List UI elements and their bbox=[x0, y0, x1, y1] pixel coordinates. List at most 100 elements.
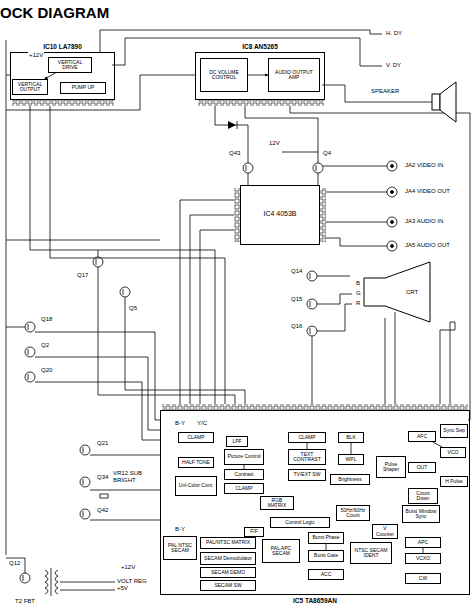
function-block: AFC bbox=[408, 431, 436, 442]
component-label: +12V bbox=[120, 564, 136, 571]
transistor-symbol bbox=[93, 257, 103, 267]
block-label: 50Hz/60Hz Count bbox=[338, 508, 368, 519]
component-label: Q15 bbox=[290, 296, 303, 303]
component-label: VR12 SUB BRIGHT bbox=[112, 470, 152, 483]
block-label: SECAM SW bbox=[214, 583, 241, 589]
component-label: +12V bbox=[28, 52, 44, 59]
function-block: Contrast bbox=[224, 469, 264, 480]
block-label: BLK bbox=[346, 435, 355, 441]
crt-symbol bbox=[364, 262, 430, 322]
block-label: PAL APC SECAM bbox=[264, 546, 298, 557]
block-label: CLAMP bbox=[298, 435, 315, 441]
transistor-symbol bbox=[28, 349, 29, 355]
transistor-symbol bbox=[316, 165, 317, 171]
function-block: F/F bbox=[244, 527, 264, 537]
function-block: 50Hz/60Hz Count bbox=[336, 505, 370, 521]
block-label: F/F bbox=[250, 529, 258, 535]
function-block: VCXO bbox=[405, 553, 441, 564]
block-label: CLAMP bbox=[187, 435, 204, 441]
transistor-symbol bbox=[23, 575, 24, 581]
jack-symbol bbox=[387, 161, 397, 251]
signal-connector bbox=[351, 443, 352, 454]
block-label: IC4 4053B bbox=[241, 210, 319, 217]
component-label: B-Y bbox=[174, 420, 186, 427]
component-label: Q21 bbox=[96, 440, 109, 447]
function-block: CLAMP bbox=[288, 432, 326, 443]
component-label: B bbox=[355, 280, 361, 287]
component-label: T2 FBT bbox=[14, 598, 36, 605]
transistor-symbol bbox=[20, 573, 30, 583]
function-block: V Counter bbox=[372, 524, 398, 539]
component-label: Q34 bbox=[96, 474, 109, 481]
ic-name: IC5 TA8659AN bbox=[161, 597, 469, 604]
component-label: SPEAKER bbox=[370, 88, 400, 95]
function-block: CLAMP bbox=[178, 432, 214, 443]
block-label: AFC bbox=[417, 434, 427, 440]
component-label: Q42 bbox=[96, 507, 109, 514]
block-label: VERTICAL OUTPUT bbox=[14, 82, 46, 93]
transistor-symbol bbox=[83, 511, 84, 517]
component-label: Q5 bbox=[128, 305, 138, 312]
function-block: TEXT CONTRAST bbox=[288, 449, 326, 465]
function-block: DC VOLUME CONTROL bbox=[200, 58, 248, 92]
block-label: NTSC SECAM IDENT bbox=[352, 548, 390, 559]
component-label: Q4 bbox=[322, 150, 332, 157]
transistor-symbol bbox=[243, 163, 253, 173]
function-block: HALF TONE bbox=[178, 457, 214, 468]
function-block: Burst Window Sync bbox=[402, 505, 440, 523]
transistor-symbol bbox=[80, 477, 90, 487]
function-block: Burst Phase bbox=[308, 532, 344, 544]
component-label: Q20 bbox=[40, 367, 53, 374]
block-label: VCO bbox=[448, 450, 459, 456]
block-label: VCXO bbox=[416, 556, 430, 562]
block-label: Pulse Shaper bbox=[378, 462, 404, 473]
component-label: CRT bbox=[405, 289, 419, 296]
function-block: OUT bbox=[408, 462, 436, 473]
block-label: SECAM DEMO bbox=[211, 570, 245, 576]
function-block: Uni-Color Cont. bbox=[175, 476, 217, 496]
block-label: CW bbox=[419, 576, 427, 582]
block-label: PAL/NTSC MATRIX bbox=[206, 540, 250, 546]
function-block: Picture Control bbox=[224, 449, 264, 465]
component-label: Q14 bbox=[290, 268, 303, 275]
component-label: JA5 AUDIO OUT bbox=[404, 242, 451, 249]
block-label: WPL bbox=[346, 457, 357, 463]
ic-name: IC10 LA7890 bbox=[11, 43, 114, 50]
function-block: Brightness bbox=[330, 474, 370, 485]
block-label: TEXT CONTRAST bbox=[290, 452, 324, 463]
transistor-symbol bbox=[25, 372, 35, 382]
transistor-symbol bbox=[310, 301, 311, 307]
block-label: DC VOLUME CONTROL bbox=[202, 70, 246, 81]
block-label: Count Down bbox=[410, 491, 436, 502]
ic-box: IC4 4053B bbox=[240, 185, 320, 245]
transistor-symbol bbox=[80, 509, 90, 519]
component-label: VOLT REG +5V bbox=[116, 578, 158, 591]
component-label: JA2 VIDEO IN bbox=[404, 162, 444, 169]
component-label: JA4 VIDEO OUT bbox=[404, 188, 451, 195]
transistor-symbol bbox=[307, 271, 317, 281]
component-label: 12V bbox=[268, 140, 281, 147]
component-label: Q17 bbox=[76, 272, 89, 279]
block-label: APC bbox=[418, 540, 428, 546]
ic-box: IC8 AN5265DC VOLUME CONTROLAUDIO OUTPUT … bbox=[195, 52, 325, 100]
block-label: Uni-Color Cont. bbox=[179, 483, 213, 489]
block-label: Burst Phase bbox=[312, 535, 339, 541]
diode-symbol bbox=[237, 121, 238, 129]
function-block: BLK bbox=[338, 432, 364, 443]
speaker-symbol bbox=[432, 82, 456, 122]
function-block: Pulse Shaper bbox=[376, 456, 406, 478]
potentiometer-symbol bbox=[100, 494, 108, 498]
function-block: SECAM Demodulator bbox=[200, 552, 256, 565]
function-block: PAL NTSC SECAM bbox=[163, 536, 197, 560]
function-block: PAL APC SECAM bbox=[262, 539, 300, 563]
transistor-symbol bbox=[25, 347, 35, 357]
block-label: Burst Gate bbox=[314, 553, 338, 559]
component-label: Q12 bbox=[8, 560, 21, 567]
component-label: Q18 bbox=[40, 316, 53, 323]
function-block: NTSC SECAM IDENT bbox=[350, 542, 392, 564]
block-label: CLAMP bbox=[235, 486, 252, 492]
transformer-symbol bbox=[45, 568, 58, 596]
block-label: Sync Sep bbox=[443, 428, 464, 434]
wire bbox=[6, 30, 470, 590]
function-block: H Pulse bbox=[440, 476, 468, 487]
